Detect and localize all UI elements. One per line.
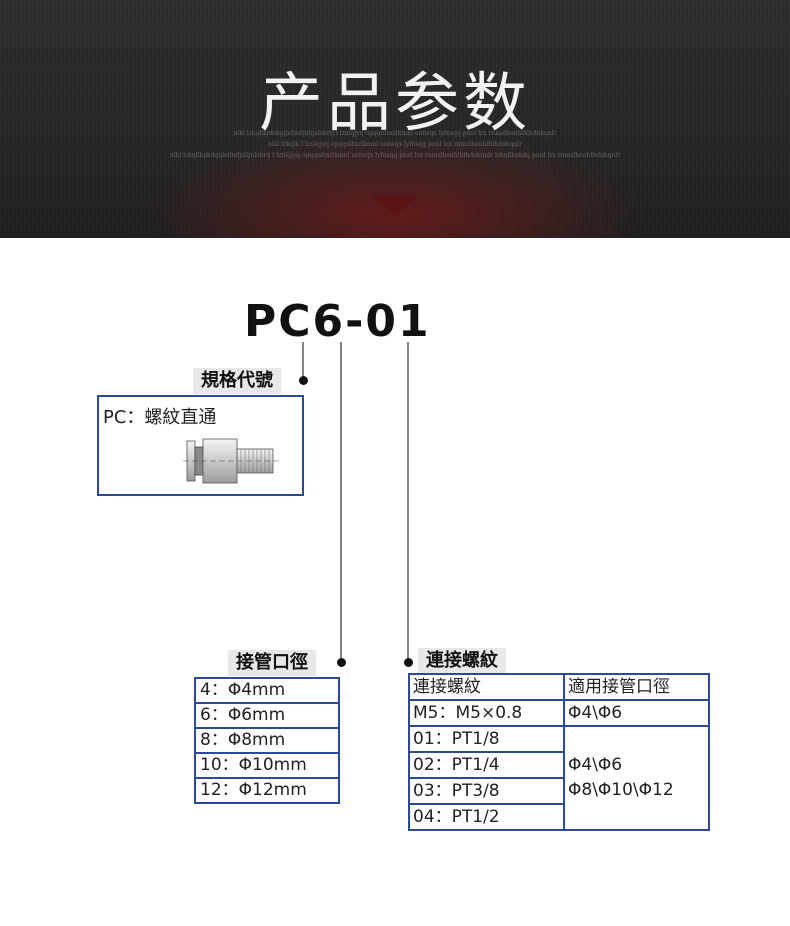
header-banner: 产品参数 nlkl lzkqllkpkdqqlstlndjnlijnlshrtj… [0, 0, 790, 238]
table-cell: 01：PT1/8 [408, 725, 565, 753]
table-row: 8：Φ8mm [194, 727, 340, 754]
fitting-drawing-icon [183, 438, 279, 484]
table-header-cell: 適用接管口徑 [563, 673, 710, 701]
banner-subtitle-1: nlkl lzkqllkpkdqqlstlndjnlijnlshrtj l lz… [233, 130, 557, 137]
banner-subtitle-2: nlkl lzkqlk l lznlqjyq opqqnltnzlkmnl un… [268, 141, 522, 148]
page-title: 产品参数 [259, 67, 531, 141]
fit-line: Φ8\Φ10\Φ12 [568, 780, 674, 800]
banner-subtitle-3: nlkl lzkqllkpkdqqlstlndjnlijnlshrtj l lz… [169, 152, 621, 159]
thread-bullet [404, 658, 413, 667]
banner-notch [372, 196, 418, 216]
spec-label: 規格代號 [193, 368, 281, 394]
table-cell: 10：Φ10mm [194, 752, 340, 779]
table-cell: 02：PT1/4 [408, 751, 565, 779]
table-cell: 04：PT1/2 [408, 803, 565, 831]
table-row: 01：PT1/8 Φ4\Φ6 Φ8\Φ10\Φ12 [408, 725, 710, 831]
table-cell: 6：Φ6mm [194, 702, 340, 729]
thread-label: 連接螺紋 [418, 648, 506, 674]
tube-size-table: 4：Φ4mm 6：Φ6mm 8：Φ8mm 10：Φ10mm 12：Φ12mm [194, 677, 340, 804]
tube-label: 接管口徑 [228, 650, 316, 676]
table-cell: M5：M5×0.8 [408, 699, 565, 727]
table-cell: 12：Φ12mm [194, 777, 340, 804]
table-cell: 4：Φ4mm [194, 677, 340, 704]
tube-bullet [337, 658, 346, 667]
table-row: M5：M5×0.8 Φ4\Φ6 [408, 699, 710, 727]
table-cell: 8：Φ8mm [194, 727, 340, 754]
table-row: 04：PT1/2 [408, 803, 709, 831]
table-row: 02：PT1/4 [408, 751, 709, 779]
spec-box: PC：螺紋直通 [97, 395, 304, 496]
table-cell: Φ4\Φ6 [563, 699, 710, 727]
table-row: 10：Φ10mm [194, 752, 340, 779]
table-row: 03：PT3/8 [408, 777, 709, 805]
table-header-cell: 連接螺紋 [408, 673, 565, 701]
fit-line: Φ4\Φ6 [568, 755, 623, 775]
table-cell: 03：PT3/8 [408, 777, 565, 805]
table-row: 4：Φ4mm [194, 677, 340, 704]
thread-table: 連接螺紋 適用接管口徑 M5：M5×0.8 Φ4\Φ6 01：PT1/8 Φ4\… [408, 673, 710, 831]
table-cell-fit-group: Φ4\Φ6 Φ8\Φ10\Φ12 [563, 725, 710, 831]
table-header-row: 連接螺紋 適用接管口徑 [408, 673, 710, 701]
table-row: 6：Φ6mm [194, 702, 340, 729]
spec-text: PC：螺紋直通 [103, 407, 217, 428]
table-row: 12：Φ12mm [194, 777, 340, 804]
model-code: PC6-01 [244, 296, 431, 347]
spec-bullet [299, 376, 308, 385]
